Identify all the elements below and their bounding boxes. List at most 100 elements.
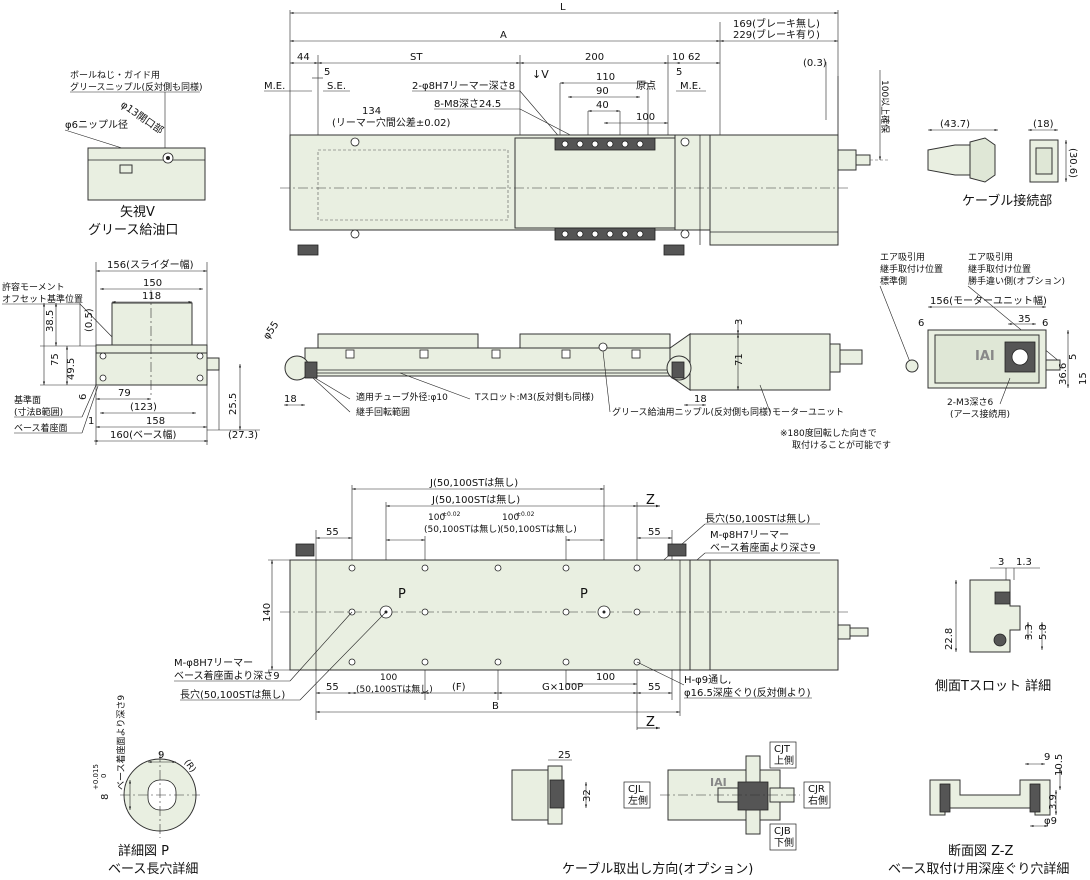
dim-134: 134 xyxy=(362,106,381,117)
dim-1: 1 xyxy=(88,416,94,427)
dim-158: 158 xyxy=(146,416,165,427)
cable-option-logo: IAI xyxy=(710,776,727,789)
ref-range: (寸法B範囲) xyxy=(14,406,63,418)
dim-L: L xyxy=(560,2,566,13)
dim-brake-with: 229(ブレーキ有り) xyxy=(733,28,820,41)
ball-screw-label: ボールねじ・ガイド用 xyxy=(70,70,160,81)
dim-6: 6 xyxy=(78,394,89,400)
st-c: (50,100STは無し) xyxy=(356,683,433,695)
detail-p: 9 (R) 8 +0.015 0 ベース着座面より深さ9 詳細図 P ベース長穴… xyxy=(92,695,200,877)
z-lower: Z xyxy=(646,715,655,730)
P-left: P xyxy=(398,587,406,602)
air2b: 継手取付け位置 xyxy=(968,263,1031,275)
detail-p-title2: ベース長穴詳細 xyxy=(108,861,198,877)
m3-label: 2-M3深さ6 xyxy=(947,397,993,408)
dim-25: 25 xyxy=(558,750,571,761)
tol: +0.015 xyxy=(92,764,100,790)
tslot-title: 側面Tスロット 詳細 xyxy=(935,678,1051,694)
motor-end-view: エア吸引用 継手取付け位置 標準側 エア吸引用 継手取付け位置 勝手違い側(オプ… xyxy=(879,252,1089,420)
base-face: ベース着座面 xyxy=(14,422,68,434)
dim-phi55: φ55 xyxy=(261,320,281,342)
base-front xyxy=(95,352,208,386)
label-me-left: M.E. xyxy=(264,81,285,92)
slider-holes xyxy=(350,137,690,241)
tslot-detail: 3 1.3 22.8 3.3 5.8 側面Tスロット 詳細 xyxy=(935,557,1051,694)
J-upper: J(50,100STは無し) xyxy=(429,476,518,489)
cjb-bottom: 下側 xyxy=(774,836,794,849)
cjb: CJB xyxy=(774,826,791,837)
air1c: 標準側 xyxy=(880,275,907,287)
view-v-arrow: ↓V xyxy=(532,68,549,81)
dim-3: 3 xyxy=(734,319,745,325)
cable-option-title: ケーブル取出し方向(オプション) xyxy=(562,861,753,877)
air2a: エア吸引用 xyxy=(968,252,1013,263)
dim-6-left: 6 xyxy=(918,318,924,329)
dim-40: 40 xyxy=(596,100,609,111)
cable-secure: 100以上確保 xyxy=(879,80,891,133)
z-upper: Z xyxy=(646,493,655,508)
tube-label: 適用チューブ外径:φ10 xyxy=(356,391,448,403)
dim-3-3: 3.3 xyxy=(1024,624,1035,640)
st-a: (50,100STは無し) xyxy=(424,523,501,535)
dim-5: 5 xyxy=(1068,354,1079,360)
dim-118: 118 xyxy=(142,291,161,302)
ref-face: 基準面 xyxy=(14,394,41,406)
dim-123: (123) xyxy=(130,402,157,413)
label-se: S.E. xyxy=(327,81,346,92)
dim-25-5: 25.5 xyxy=(228,393,239,415)
dim-110: 110 xyxy=(596,72,615,83)
label-origin: 原点 xyxy=(636,80,656,92)
dim-55-a: 55 xyxy=(326,527,339,538)
dim-35: 35 xyxy=(1018,314,1031,325)
dim-62: 62 xyxy=(688,52,701,63)
dim-0-5: (0.5) xyxy=(84,308,95,332)
dim-30-6: (30.6) xyxy=(1067,148,1078,178)
base-side xyxy=(304,347,726,377)
top-view: L A 169(ブレーキ無し) 229(ブレーキ有り) 44 ST 200 10… xyxy=(264,2,891,256)
reamer-right1: M-φ8H7リーマー xyxy=(710,530,789,541)
dim-49-5: 49.5 xyxy=(66,358,77,380)
dim-10: 10 xyxy=(672,52,685,63)
dim-ST: ST xyxy=(410,52,423,63)
air2c: 勝手違い側(オプション) xyxy=(968,275,1065,287)
slider-top xyxy=(514,137,676,229)
dim-0-3: (0.3) xyxy=(803,58,827,69)
bottom-holes xyxy=(348,564,641,666)
motor-width: 156(モーターユニット幅) xyxy=(930,294,1047,307)
dim-100-d: 100 xyxy=(596,672,615,683)
cjr: CJR xyxy=(808,784,825,795)
motor-label: モーターユニット xyxy=(772,407,844,418)
base-width: 160(ベース幅) xyxy=(110,428,176,441)
motor-unit-top xyxy=(709,134,839,246)
dim-44: 44 xyxy=(297,52,310,63)
air1b: 継手取付け位置 xyxy=(880,263,943,275)
dim-55-d: 55 xyxy=(648,682,661,693)
dim-140: 140 xyxy=(262,603,273,622)
dim-18: (18) xyxy=(1033,119,1054,130)
view-v-title2: グリース給油口 xyxy=(88,223,178,238)
dim-150: 150 xyxy=(143,278,162,289)
dim-10-5: 10.5 xyxy=(1054,754,1065,776)
dim-71: 71 xyxy=(734,353,745,366)
dim-38-5: 38.5 xyxy=(45,310,56,332)
base-bottom xyxy=(289,559,711,671)
section-title2: ベース取付け用深座ぐり穴詳細 xyxy=(888,861,1069,877)
dim-43-7: (43.7) xyxy=(940,119,970,130)
cjt: CJT xyxy=(774,744,791,755)
dim-A: A xyxy=(500,30,507,41)
label-reamer: 2-φ8H7リーマー深さ8 xyxy=(412,80,515,92)
nipple-dia-label: φ6ニップル径 xyxy=(65,118,128,131)
slot-left: 長穴(50,100STは無し) xyxy=(180,688,285,701)
dim-9: 9 xyxy=(1044,752,1050,763)
label-m8: 8-M8深さ24.5 xyxy=(434,98,501,110)
tol-b: ±0.02 xyxy=(516,511,535,518)
dim-1-3: 1.3 xyxy=(1016,557,1032,568)
reamer-right2: ベース着座面より深さ9 xyxy=(710,541,816,554)
dim-8: 8 xyxy=(100,794,111,800)
section-zz: 9 10.5 3.9 φ9 断面図 Z-Z ベース取付け用深座ぐり穴詳細 xyxy=(888,752,1069,877)
label-reamer-tol: (リーマー穴間公差±0.02) xyxy=(332,116,451,129)
motor-unit-side xyxy=(689,333,831,391)
grease-nipple-label: グリースニップル(反対側も同様) xyxy=(70,81,203,93)
cjt-top: 上側 xyxy=(774,754,794,767)
